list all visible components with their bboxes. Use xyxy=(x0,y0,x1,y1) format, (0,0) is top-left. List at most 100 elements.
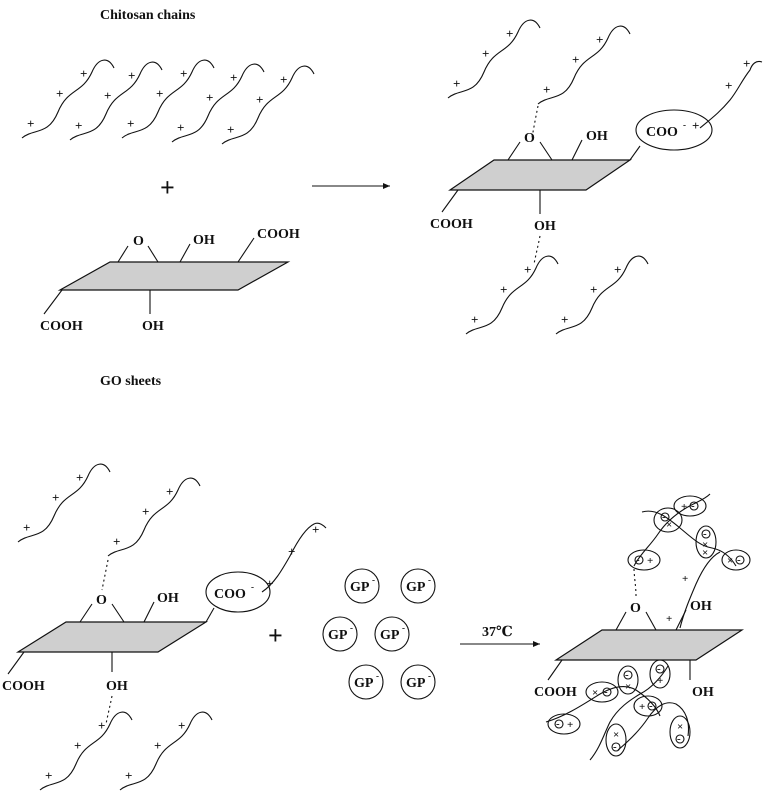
gp-bound-circle xyxy=(660,512,670,522)
chitosan-chain xyxy=(679,551,721,629)
positive-charge-plus: + xyxy=(80,66,87,81)
positive-charge-plus: + xyxy=(113,534,120,549)
negative-charge-sup: - xyxy=(372,575,375,585)
positive-charge-plus: + xyxy=(572,52,579,67)
positive-charge-plus: + xyxy=(142,504,149,519)
chitosan-chain xyxy=(537,25,631,105)
positive-charge-plus: + xyxy=(682,573,688,585)
positive-charge-plus: + xyxy=(647,555,653,567)
negative-charge-sup: - xyxy=(683,120,686,130)
positive-charge-plus: + xyxy=(256,92,263,107)
negative-charge-minus: - xyxy=(625,669,629,681)
positive-charge-plus: + xyxy=(27,116,34,131)
negative-charge-sup: - xyxy=(402,623,405,633)
positive-charge-plus: + xyxy=(506,26,513,41)
negative-charge-minus: - xyxy=(556,718,560,730)
temperature-label: 37℃ xyxy=(482,625,513,640)
gp-label: GP xyxy=(406,580,426,595)
hydroxyl-label: OH xyxy=(142,319,164,334)
positive-charge-plus: + xyxy=(482,46,489,61)
chitosan-go-complex: + + + + + + O OH COO - + + + COOH OH + xyxy=(430,19,763,335)
positive-charge-plus: + xyxy=(104,88,111,103)
cross-mark: × xyxy=(666,519,672,531)
positive-charge-plus: + xyxy=(98,718,105,733)
chitosan-chain xyxy=(107,477,201,557)
chitosan-chain xyxy=(221,65,315,145)
hydroxyl-label: OH xyxy=(586,129,608,144)
ion-pair-ellipse xyxy=(673,495,707,517)
gp-label: GP xyxy=(328,628,348,643)
ion-pair-ellipse xyxy=(649,659,671,689)
hydrogen-bond-dots xyxy=(105,695,113,725)
positive-charge-plus: + xyxy=(128,68,135,83)
negative-charge-sup: - xyxy=(428,575,431,585)
hydroxyl-label: OH xyxy=(106,679,128,694)
gp-label: GP xyxy=(406,676,426,691)
ion-pair-ellipse xyxy=(605,723,627,757)
positive-charge-plus: + xyxy=(74,738,81,753)
hydroxyl-label: OH xyxy=(534,219,556,234)
go-sheet xyxy=(448,159,632,191)
negative-charge-minus: - xyxy=(657,663,661,675)
epoxy-o-label: O xyxy=(96,593,107,608)
positive-charge-plus: + xyxy=(692,118,699,133)
positive-charge-plus: + xyxy=(75,118,82,133)
positive-charge-plus: + xyxy=(177,120,184,135)
negative-charge-minus: - xyxy=(703,528,707,540)
go-sheet-group: O OH COOH COOH OH xyxy=(40,227,300,334)
carboxyl-label: COOH xyxy=(534,685,577,700)
positive-charge-plus: + xyxy=(725,78,732,93)
gp-particle xyxy=(400,664,436,700)
hydroxyl-label: OH xyxy=(690,599,712,614)
gp-bound-circle xyxy=(735,555,745,565)
gp-particle xyxy=(400,568,436,604)
negative-charge-sup: - xyxy=(350,623,353,633)
cross-mark: × xyxy=(592,687,598,699)
carboxylate-label: COO xyxy=(646,125,678,140)
gp-bound-circle xyxy=(689,501,699,511)
hydroxyl-label: OH xyxy=(157,591,179,606)
chitosan-chain xyxy=(69,61,163,141)
positive-charge-plus: + xyxy=(639,701,645,713)
chitosan-chain xyxy=(261,522,327,593)
gp-bound-circle xyxy=(634,555,644,565)
chitosan-chain xyxy=(39,711,133,791)
positive-charge-plus: + xyxy=(666,613,672,625)
ion-pair-ellipse xyxy=(617,665,639,695)
chitosan-chain xyxy=(119,711,213,791)
chitosan-chain xyxy=(21,59,115,139)
positive-charge-plus: + xyxy=(45,768,52,783)
carboxyl-label: COOH xyxy=(40,319,83,334)
negative-charge-minus: - xyxy=(649,700,653,712)
chitosan-chain xyxy=(17,463,111,543)
gp-bound-circle xyxy=(655,664,665,674)
carboxylate-label: COO xyxy=(214,587,246,602)
positive-charge-plus: + xyxy=(178,718,185,733)
go-sheets-label: GO sheets xyxy=(100,374,162,389)
epoxy-o-label: O xyxy=(133,234,144,249)
cross-mark: × xyxy=(677,721,683,733)
chitosan-chain xyxy=(171,63,265,143)
epoxy-o-label: O xyxy=(524,131,535,146)
positive-charge-plus: + xyxy=(266,576,273,591)
ion-pair-ellipse xyxy=(653,507,683,533)
chitosan-chain xyxy=(465,255,559,335)
hydrogen-bond-dots xyxy=(101,559,109,591)
chitosan-chain xyxy=(555,255,649,335)
positive-charge-plus: + xyxy=(56,86,63,101)
chitosan-chain xyxy=(699,60,763,129)
ion-pair-ellipse xyxy=(721,549,751,571)
go-sheet xyxy=(57,261,291,291)
gp-bound-circle xyxy=(675,734,685,744)
positive-charge-plus: + xyxy=(590,282,597,297)
positive-charge-plus: + xyxy=(23,520,30,535)
gp-bound-circle xyxy=(554,719,564,729)
positive-charge-plus: + xyxy=(52,490,59,505)
negative-charge-sup: - xyxy=(376,671,379,681)
positive-charge-plus: + xyxy=(614,262,621,277)
combine-plus-sign: + xyxy=(268,621,283,650)
positive-charge-plus: + xyxy=(500,282,507,297)
cross-mark: × xyxy=(727,555,733,567)
chitosan-chain-group: + + + + + + + + + + + + + + + xyxy=(21,59,315,145)
go-sheet xyxy=(553,629,745,661)
